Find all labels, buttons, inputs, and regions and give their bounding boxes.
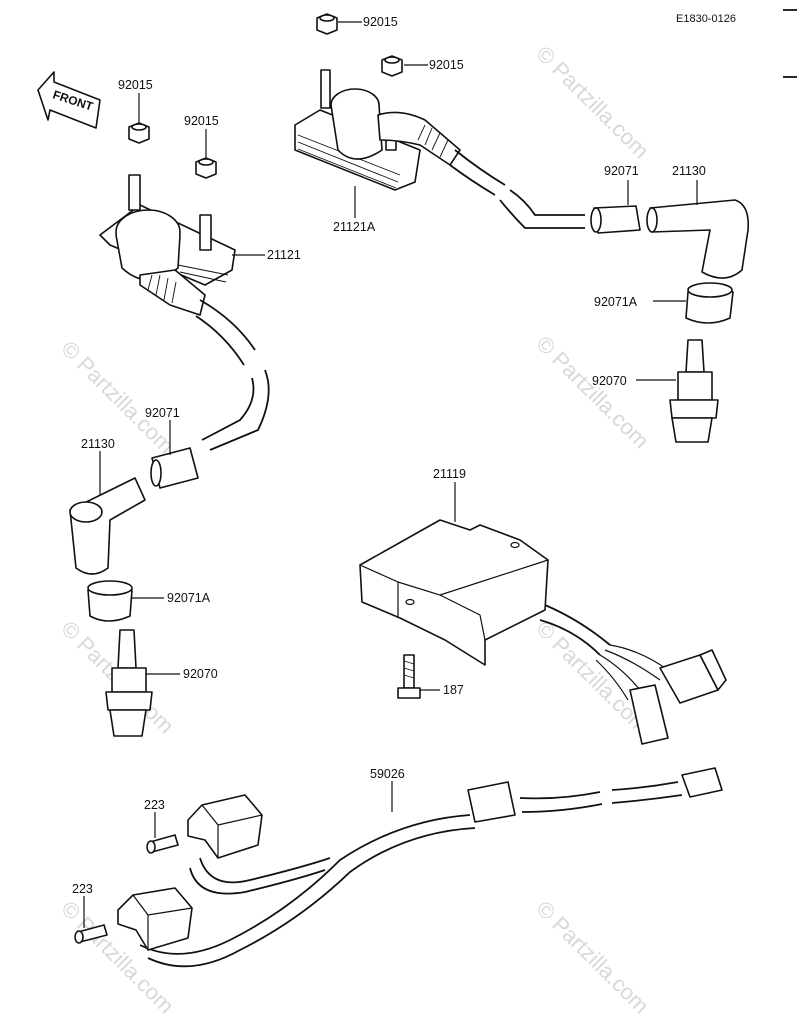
callout-label: 223 [72,882,93,896]
callout-label: 59026 [370,767,405,781]
coil-cable [449,164,496,196]
callout-label: 223 [144,798,165,812]
nut-92015-icon [316,13,338,35]
callout-label: 92015 [118,78,153,92]
igniter-harness [539,619,601,656]
pickup-coil [187,794,263,859]
pickup-coil [117,887,193,951]
coil-cable [499,199,585,229]
coil-cable [454,149,506,186]
ignition-coil-21121 [99,174,236,316]
watermark: © Partzilla.com [531,896,654,1019]
bolt-187 [397,654,421,699]
coil-cable [199,299,256,351]
callout-label: 92015 [184,114,219,128]
spark-plug-92070 [669,339,719,443]
coil-cable [509,189,585,216]
spark-plug-92070 [105,629,153,737]
callout-label: 92071 [604,164,639,178]
plug-cap-21130 [69,477,146,575]
pickup-harness [147,827,476,968]
plug-cap-21130 [646,199,750,279]
watermark: © Partzilla.com [531,616,654,739]
callout-label: 21130 [672,164,706,178]
watermark: © Partzilla.com [56,336,179,459]
harness-connector [681,767,723,798]
pickup-harness [139,814,471,955]
callout-label: 92071A [167,591,211,605]
callout-label: 187 [443,683,464,697]
igniter-connector [659,649,727,704]
pickup-harness [611,781,683,804]
pickup-harness [189,867,326,895]
ignition-coil-21121A [294,69,461,191]
pickup-harness [199,857,331,884]
coil-cable [195,315,245,366]
nut-92015-icon [128,122,150,144]
pickup-harness [519,791,603,813]
igniter-harness [544,604,611,646]
callout-label: 21119 [433,467,466,481]
screw-223 [146,834,179,854]
screw-223 [74,924,108,944]
plug-seal-92071A [685,282,734,324]
coil-cable [201,377,255,441]
callout-label: 21121A [333,220,376,234]
callout-label: 21130 [81,437,115,451]
callout-label: 92015 [429,58,464,72]
ic-igniter-21119 [359,519,549,666]
watermark: © Partzilla.com [531,41,654,164]
coil-cable [209,369,270,451]
nut-92015-icon [381,55,403,77]
nut-92015-icon [195,157,217,179]
callout-label: 92071A [594,295,638,309]
plug-cap-seal-92071 [590,205,641,234]
plug-cap-seal-92071 [150,447,199,489]
diagram-code: E1830-0126 [676,13,736,25]
callout-label: 92015 [363,15,398,29]
callout-label: 21121 [267,248,301,262]
harness-connector [467,781,516,823]
igniter-connector [629,684,669,745]
callout-label: 92070 [183,667,218,681]
callout-label: 92070 [592,374,627,388]
front-arrow-icon: FRONT [37,71,101,129]
igniter-wires [595,644,669,701]
watermark: © Partzilla.com [531,331,654,454]
callout-label: 92071 [145,406,180,420]
plug-seal-92071A [87,580,133,622]
